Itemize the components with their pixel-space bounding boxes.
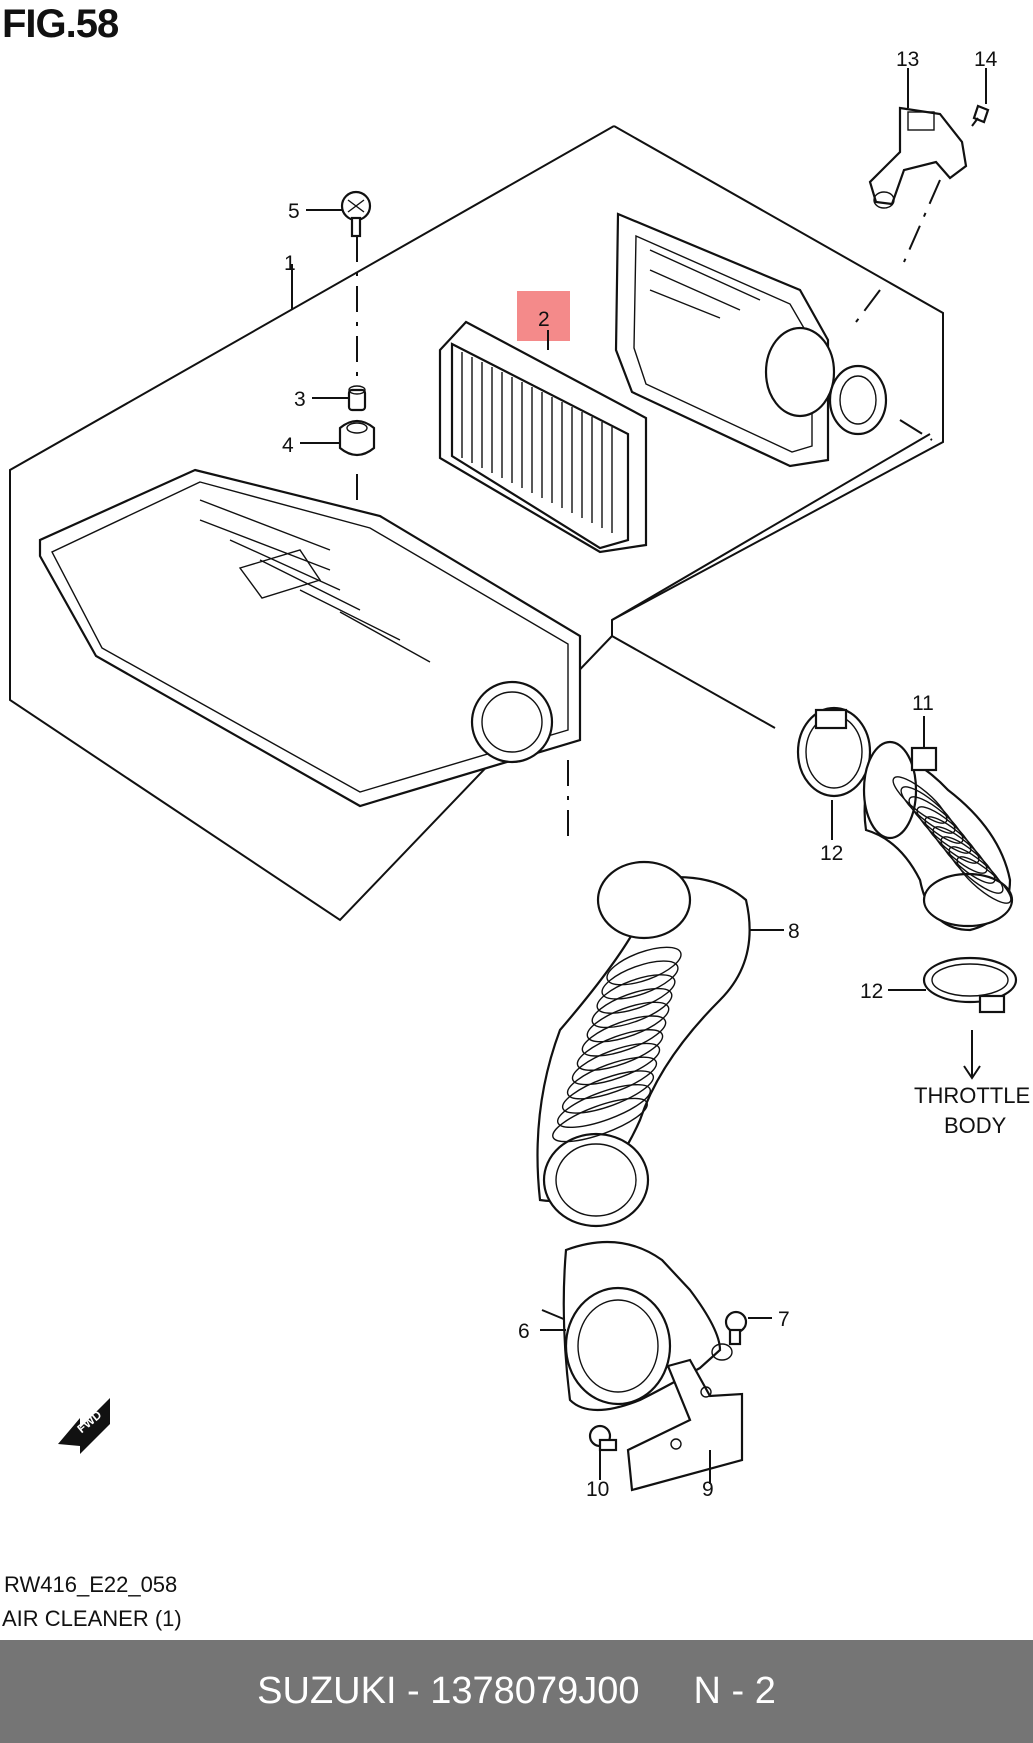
diagram-caption: AIR CLEANER (1)	[2, 1606, 182, 1631]
highlight-box	[517, 291, 570, 341]
air-filter-element	[438, 320, 648, 554]
bolt-part-10	[588, 1424, 618, 1452]
screw-part-14	[971, 104, 990, 127]
throttle-arrow	[963, 1036, 981, 1080]
footer-part-number: SUZUKI - 1378079J00	[257, 1670, 640, 1712]
collar-part-3	[347, 385, 367, 412]
assembly-outline	[611, 125, 944, 729]
callout-11: 11	[912, 692, 934, 715]
hose-clamp-upper	[796, 706, 872, 798]
callout-4: 4	[282, 434, 294, 457]
lower-case	[38, 468, 582, 808]
screw-part-5	[340, 190, 372, 238]
intake-hose-part-8	[536, 860, 751, 1228]
upper-case	[614, 212, 888, 468]
throttle-label-line2: BODY	[944, 1113, 1007, 1138]
callout-3: 3	[294, 388, 306, 411]
fwd-badge: FWD	[58, 1398, 110, 1454]
callout-13: 13	[896, 48, 919, 71]
hose-clamp-lower	[922, 956, 1018, 1014]
assembly-outline-lower	[9, 125, 615, 922]
hose-part-11	[862, 740, 1014, 932]
assembly-inner-edge	[611, 433, 931, 621]
grommet-part-4	[338, 419, 376, 457]
footer-page: N - 2	[693, 1670, 776, 1712]
sensor-part-13	[868, 106, 968, 209]
bolt-part-7	[724, 1310, 748, 1346]
callout-14: 14	[974, 48, 998, 71]
throttle-label-line1: THROTTLE	[914, 1083, 1030, 1108]
callout-9: 9	[702, 1478, 714, 1501]
callout-1: 1	[284, 252, 296, 275]
diagram-code: RW416_E22_058	[4, 1572, 178, 1597]
callout-5: 5	[288, 200, 300, 223]
callout-12-upper: 12	[820, 842, 843, 865]
callout-10: 10	[586, 1478, 609, 1501]
callout-8: 8	[788, 920, 800, 943]
leader-lines	[291, 68, 987, 1484]
callout-6: 6	[518, 1320, 530, 1343]
callout-7: 7	[778, 1308, 790, 1331]
footer-bar: SUZUKI - 1378079J00 N - 2	[0, 1640, 1033, 1743]
bracket-part-9	[626, 1358, 744, 1492]
callout-12-lower: 12	[860, 980, 883, 1003]
exploded-parts-diagram: FWD 1 2 3 4 5 6 7 8 9 10 11 12 12 13 14 …	[9, 48, 1030, 1501]
callout-2: 2	[538, 308, 550, 331]
figure-title: FIG.58	[2, 2, 119, 46]
inlet-duct-part-6	[562, 1240, 733, 1411]
